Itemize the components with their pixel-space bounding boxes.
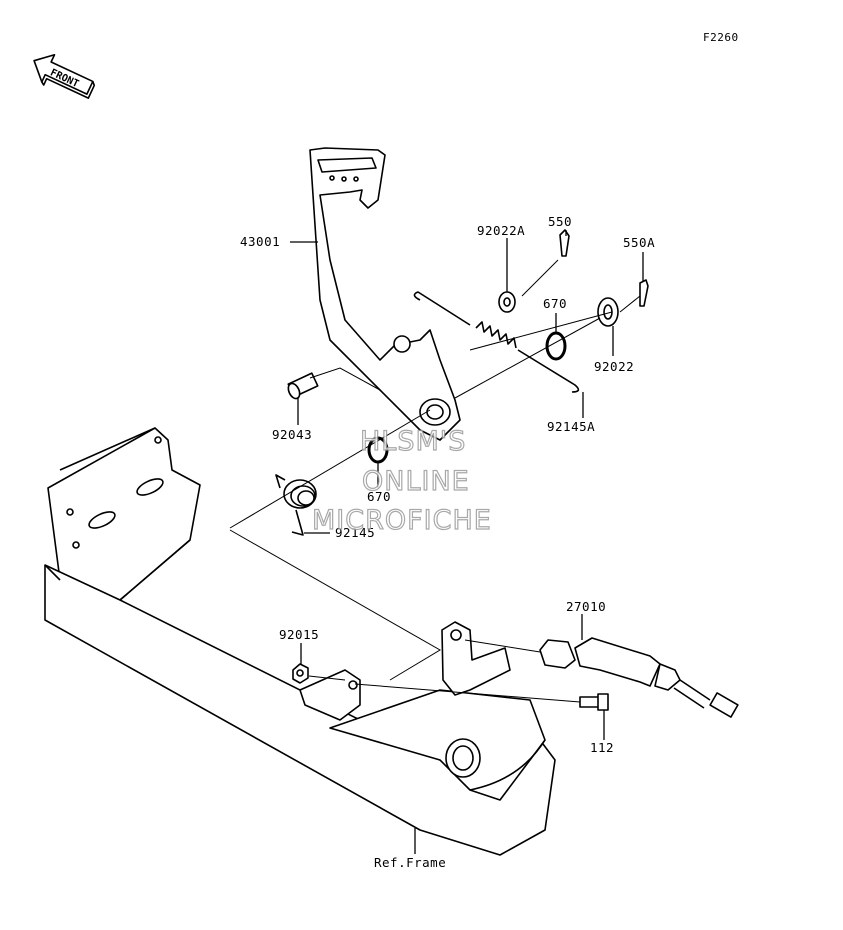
label-92022: 92022 — [594, 359, 634, 374]
front-arrow-icon: FRONT — [33, 53, 96, 99]
label-92145a: 92145A — [547, 419, 595, 434]
brake-pedal-drawing — [309, 147, 461, 441]
label-ref-frame: Ref.Frame — [374, 855, 446, 870]
label-92022a: 92022A — [477, 223, 525, 238]
label-112: 112 — [590, 740, 614, 755]
label-550: 550 — [548, 214, 572, 229]
part-labels: 43001 550 550A 92022A 670 92022 92145A 9… — [240, 214, 655, 870]
brake-switch-27010-drawing — [539, 637, 739, 718]
pin-92043-drawing — [287, 372, 319, 400]
leader-lines — [229, 230, 644, 854]
switch-bracket-drawing — [299, 621, 511, 721]
spring-92145-drawing — [275, 474, 317, 536]
washer-92022a-drawing — [498, 291, 516, 313]
label-92015: 92015 — [279, 627, 319, 642]
nut-92015-drawing — [292, 663, 309, 684]
watermark-line-2: ONLINE — [362, 466, 470, 497]
label-670-top: 670 — [543, 296, 567, 311]
spring-92145a-drawing — [413, 291, 580, 393]
figure-code: F2260 — [703, 31, 739, 44]
washer-92022-drawing — [597, 297, 619, 327]
label-92145: 92145 — [335, 525, 375, 540]
watermark: HLSM'S ONLINE MICROFICHE — [311, 425, 492, 536]
cotter-pin-550a-drawing — [639, 279, 649, 307]
label-27010: 27010 — [566, 599, 606, 614]
label-550a: 550A — [623, 235, 655, 250]
watermark-line-1: HLSM'S — [360, 426, 466, 457]
label-92043: 92043 — [272, 427, 312, 442]
watermark-line-3: MICROFICHE — [312, 505, 492, 536]
frame-drawing — [44, 427, 556, 856]
label-43001: 43001 — [240, 234, 280, 249]
label-670-bottom: 670 — [367, 489, 391, 504]
bolt-112-drawing — [579, 693, 609, 711]
cotter-pin-550-drawing — [559, 229, 570, 257]
